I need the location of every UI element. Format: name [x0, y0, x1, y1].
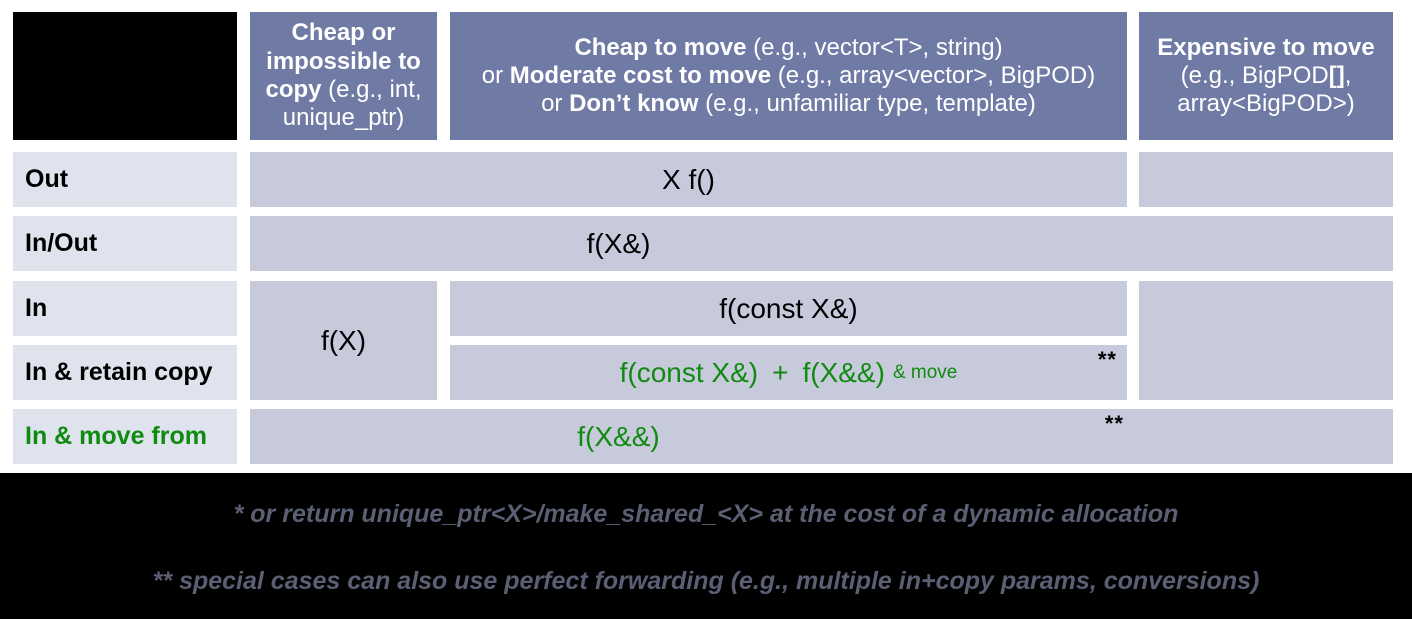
cell-in-out: f(X&) — [250, 216, 1393, 271]
cell-in: f(const X&) — [450, 281, 1127, 336]
cell-in-retain-copy-const-ref: f(const X&) — [619, 356, 759, 388]
footnote-single-star: * or return unique_ptr<X>/make_shared_<X… — [233, 500, 1179, 528]
cell-in-value: f(const X&) — [719, 292, 858, 324]
row-header-in-move-from-label: In & move from — [25, 422, 207, 450]
colhead-line-3: copy (e.g., int, — [258, 76, 429, 104]
colhead-mid-line-2: or Moderate cost to move (e.g., array<ve… — [458, 62, 1119, 90]
cell-in-retain-copy: f(const X&) + f(X&&) & move ** — [450, 345, 1127, 400]
row-header-in-retain-copy: In & retain copy — [13, 345, 237, 400]
colhead-mid-pre-3: or — [541, 90, 570, 118]
cell-in-cheap-copy-value: f(X) — [320, 324, 367, 356]
row-header-out: Out — [13, 152, 237, 207]
colhead-right-tail-2: , — [1344, 61, 1352, 89]
colhead-mid-line-1: Cheap to move (e.g., vector<T>, string) — [458, 34, 1119, 62]
table-corner-cell — [13, 12, 237, 140]
colhead-mid-rest-3: (e.g., unfamiliar type, template) — [698, 90, 1036, 118]
colhead-right-rest-2: (e.g., BigPOD — [1180, 61, 1329, 89]
cell-out: X f() — [250, 152, 1127, 207]
colhead-mid-bold-3: Don’t know — [569, 90, 699, 118]
parameter-passing-table: Cheap or impossible to copy (e.g., int, … — [0, 0, 1412, 473]
row-header-in-label: In — [25, 294, 48, 322]
row-header-in-out-label: In/Out — [25, 229, 98, 257]
cell-in-out-value: f(X&) — [586, 227, 651, 259]
footnote-double-star: ** special cases can also use perfect fo… — [152, 567, 1260, 595]
row-header-out-label: Out — [25, 165, 69, 193]
colhead-right-bold-1: Expensive to move — [1157, 33, 1375, 61]
cell-out-expensive — [1139, 152, 1393, 207]
colhead-right-line-3: array<BigPOD>) — [1177, 90, 1355, 118]
colhead-mid-rest-1: (e.g., vector<T>, string) — [746, 33, 1003, 61]
cell-out-value: X f() — [662, 163, 715, 195]
row-header-in-retain-copy-label: In & retain copy — [25, 358, 213, 386]
column-header-cheap-or-impossible-to-copy: Cheap or impossible to copy (e.g., int, … — [250, 12, 437, 140]
colhead-right-line-1: Expensive to move — [1147, 34, 1385, 62]
cell-in-retain-copy-move-note: & move — [892, 361, 958, 383]
colhead-line-4: unique_ptr) — [282, 104, 405, 132]
column-header-expensive-to-move: Expensive to move (e.g., BigPOD[], array… — [1139, 12, 1393, 140]
row-header-in-move-from: In & move from — [13, 409, 237, 464]
colhead-right-line-2: (e.g., BigPOD[], — [1147, 62, 1385, 90]
colhead-line-1: Cheap or — [258, 19, 429, 47]
cell-in-retain-copy-footnote-marker: ** — [1097, 347, 1117, 372]
colhead-right-bold-2: [] — [1328, 61, 1345, 89]
colhead-mid-rest-2: (e.g., array<vector>, BigPOD) — [771, 61, 1096, 89]
colhead-mid-line-3: or Don’t know (e.g., unfamiliar type, te… — [458, 90, 1119, 118]
row-header-in-out: In/Out — [13, 216, 237, 271]
cell-in-retain-copy-rvalue-ref: f(X&&) — [802, 356, 885, 388]
cell-in-move-from-footnote-marker: ** — [1104, 411, 1124, 436]
colhead-rest-3: (e.g., int, — [321, 76, 422, 103]
colhead-mid-pre-2: or — [481, 61, 510, 89]
cell-in-cheap-copy: f(X) — [250, 281, 437, 400]
column-header-cheap-to-move: Cheap to move (e.g., vector<T>, string) … — [450, 12, 1127, 140]
colhead-mid-bold-2: Moderate cost to move — [509, 61, 772, 89]
colhead-bold-2: impossible to — [266, 47, 421, 75]
cell-in-retain-copy-plus: + — [772, 356, 789, 388]
row-header-in: In — [13, 281, 237, 336]
footnotes-panel: * or return unique_ptr<X>/make_shared_<X… — [0, 473, 1412, 619]
cell-in-expensive — [1139, 281, 1393, 400]
colhead-line-2: impossible to — [258, 48, 429, 76]
colhead-mid-bold-1: Cheap to move — [574, 33, 747, 61]
colhead-bold-3: copy — [265, 76, 322, 103]
colhead-bold-1: Cheap or — [291, 19, 396, 47]
cell-in-move-from-value: f(X&&) — [577, 420, 660, 452]
cell-in-move-from: f(X&&) ** — [250, 409, 1393, 464]
